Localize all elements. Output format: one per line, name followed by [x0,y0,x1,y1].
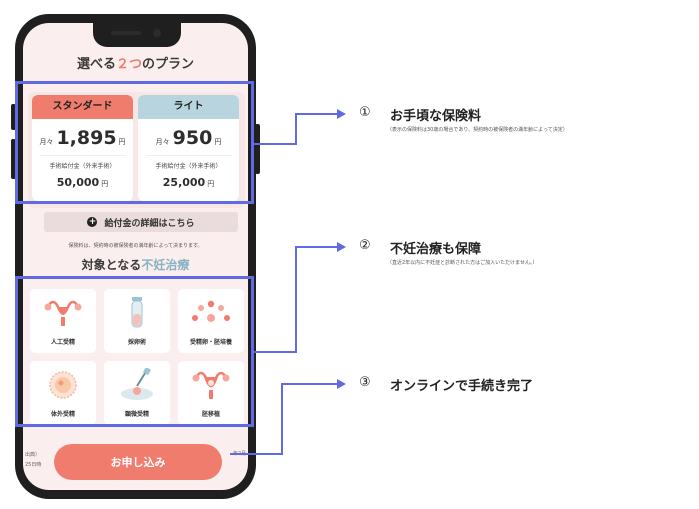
connector-line [254,143,296,145]
treatment-artificial-insemination: 人工受精 [30,289,96,353]
phone-power-button [255,124,260,174]
treatment-label: 体外受精 [50,411,75,418]
camera-icon [153,29,161,37]
price-row: 月々 950 円 [138,127,239,151]
annotation-note: （表示の保険料は30歳の場合であり、契約時の被保険者の満年齢によって決定） [387,127,568,133]
connector-line [295,113,297,145]
annotation-title: オンラインで手続き完了 [390,379,534,394]
phone-frame: 選べる２つのプラン スタンダード 月々 1,895 円 手術給付金（外来手術） … [11,14,260,499]
benefit-label: 手術給付金（外来手術） [49,163,116,170]
micro-injection-icon [104,367,170,403]
divider [145,155,232,156]
connector-line [295,113,338,115]
price-unit: 円 [118,138,126,146]
uterus-icon [178,367,244,403]
annotation-number: ① [359,105,371,120]
benefit-details-button[interactable]: + 給付金の詳細はこちら [44,212,238,232]
treatment-icsi: 顕微受精 [104,361,170,425]
speaker-icon [111,31,141,35]
benefit-amount: 50,000 [56,176,100,189]
connector-line [254,351,296,353]
benefit-amount: 25,000 [162,176,206,189]
treatment-ivf: 体外受精 [30,361,96,425]
plan-price: 1,895 [56,127,117,149]
connector-line [230,453,282,455]
plan-card-lite[interactable]: ライト 月々 950 円 手術給付金（外来手術） 25,000 円 [138,95,239,201]
arrow-right-icon [337,109,346,119]
price-row: 月々 1,895 円 [32,127,133,151]
benefit-row: 50,000 円 [32,176,133,189]
arrow-right-icon [337,379,346,389]
plan-name: ライト [138,95,239,119]
source-note: 出典） 25日時 [25,452,42,468]
highlight-box-plans [15,81,254,204]
treatment-grid: 人工受精 採卵術 [27,289,247,429]
annotation-note: （直近2年以内に不妊症と診断された方はご加入いただけません。） [387,260,538,266]
plan-price: 950 [172,127,213,149]
phone-side-button [11,104,16,130]
treatment-egg-retrieval: 採卵術 [104,289,170,353]
annotation-number: ② [359,238,371,253]
uterus-icon [30,295,96,331]
embryo-cells-icon [178,295,244,331]
phone-volume-button [11,139,16,179]
arrow-right-icon [337,242,346,252]
benefit-unit: 円 [101,180,109,188]
price-prefix: 月々 [39,138,54,146]
connector-line [295,246,338,248]
connector-line [281,383,338,385]
treatment-label: 顕微受精 [124,411,149,418]
annotation-title: お手頃な保険料 [390,109,482,124]
plan-name: スタンダード [32,95,133,119]
plans-title: 選べる２つのプラン [76,57,195,72]
treatment-label: 胚移植 [201,411,220,418]
benefit-row: 25,000 円 [138,176,239,189]
price-unit: 円 [214,138,222,146]
plus-circle-icon: + [87,217,98,227]
test-tube-icon [104,295,170,331]
price-prefix: 月々 [155,138,170,146]
phone-notch [93,23,181,47]
treatment-embryo-transfer: 胚移植 [178,361,244,425]
benefit-details-label: 給付金の詳細はこちら [104,218,195,229]
treatment-label: 人工受精 [50,339,75,346]
egg-cell-icon [30,367,96,403]
treatment-label: 受精卵・胚培養 [189,339,232,346]
annotation-number: ③ [359,375,371,390]
treatment-embryo-culture: 受精卵・胚培養 [178,289,244,353]
connector-line [281,383,283,455]
premium-note: 保険料は、契約時の被保険者の満年齢によって決まります。 [68,243,203,249]
benefit-unit: 円 [207,180,215,188]
benefit-label: 手術給付金（外来手術） [155,163,222,170]
plan-card-standard[interactable]: スタンダード 月々 1,895 円 手術給付金（外来手術） 50,000 円 [32,95,133,201]
phone-screen: 選べる２つのプラン スタンダード 月々 1,895 円 手術給付金（外来手術） … [23,23,248,490]
plan-cards: スタンダード 月々 1,895 円 手術給付金（外来手術） 50,000 円 ラ… [28,92,245,208]
highlight-box-treatments [15,276,254,427]
treatment-label: 採卵術 [127,339,146,346]
treatments-title: 対象となる不妊治療 [81,258,190,272]
apply-button[interactable]: お申し込み [54,444,222,480]
divider [39,155,126,156]
annotation-title: 不妊治療も保障 [390,242,482,257]
connector-line [295,246,297,353]
